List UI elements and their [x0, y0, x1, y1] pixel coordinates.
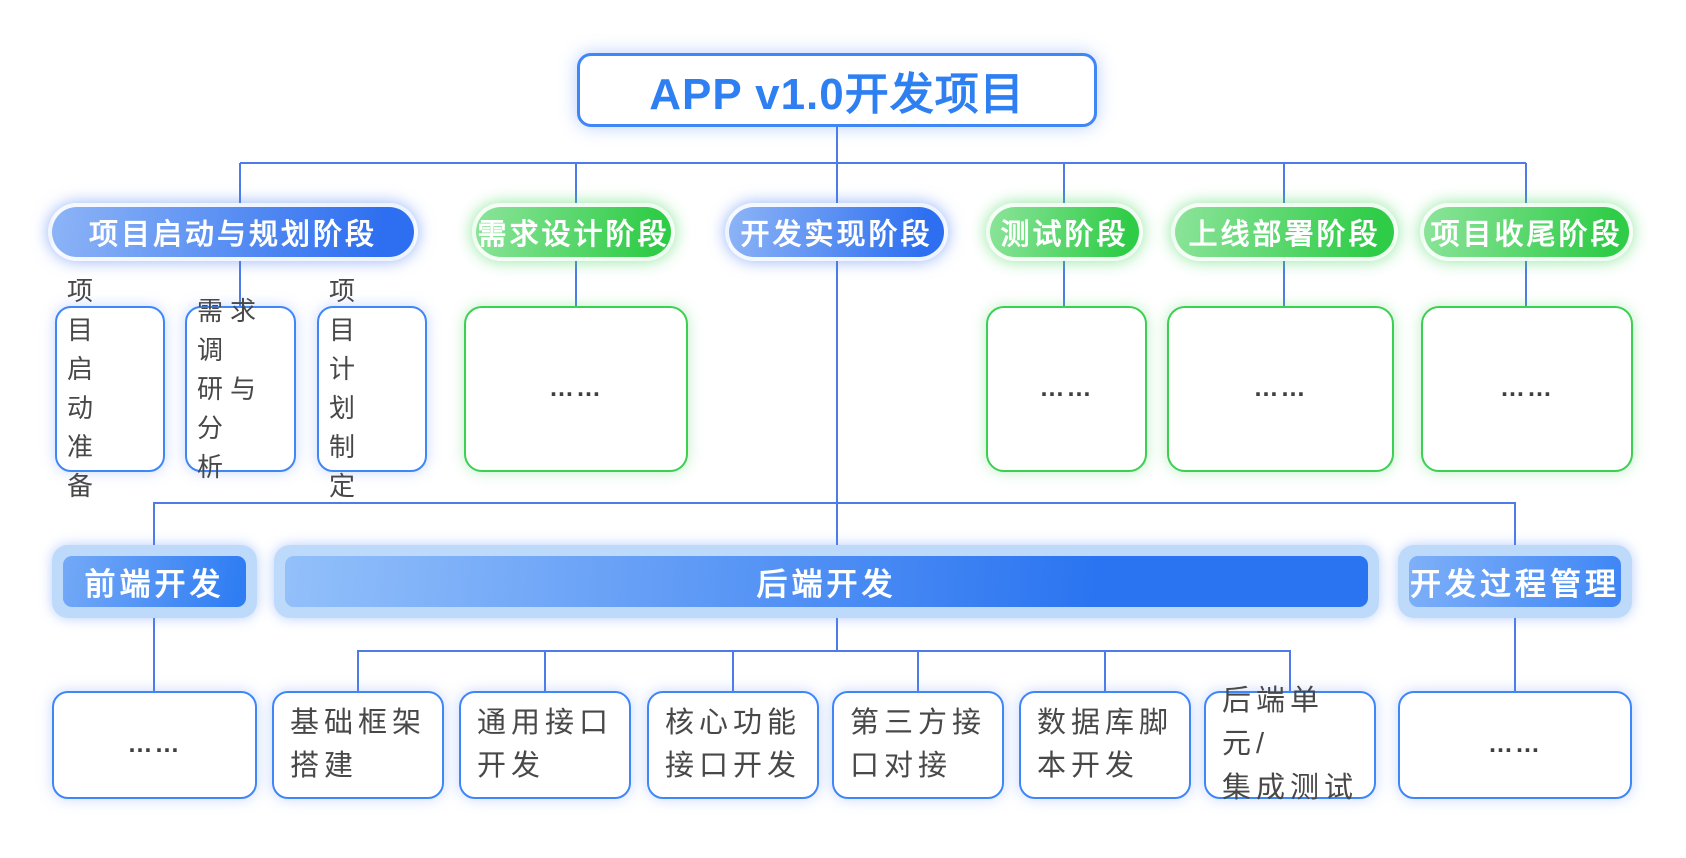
card-project-kickoff-prep: 项目 启动 准备 — [55, 276, 165, 501]
card-common-api: 通用接口 开发 — [459, 691, 631, 799]
phase-pill-requirements-design-label: 需求设计阶段 — [477, 219, 670, 251]
bar-frontend-label: 前端开发 — [84, 567, 225, 602]
card-closing-ellipsis-label: …… — [1500, 374, 1554, 403]
card-deployment-ellipsis: …… — [1167, 306, 1394, 472]
card-framework-setup-label: 基础框架 搭建 — [290, 706, 427, 783]
bar-backend: 后端开发 — [274, 545, 1379, 618]
phase-pill-development: 开发实现阶段 — [725, 203, 948, 261]
phase-pill-closing: 项目收尾阶段 — [1420, 203, 1633, 261]
card-project-plan-label: 项目 计划 制定 — [329, 276, 380, 501]
card-framework-setup: 基础框架 搭建 — [272, 691, 444, 799]
card-deployment-ellipsis-label: …… — [1253, 374, 1308, 403]
project-title: APP v1.0开发项目 — [577, 53, 1097, 127]
card-project-plan: 项目 计划 制定 — [317, 276, 427, 501]
card-db-script-label: 数据库脚 本开发 — [1037, 706, 1174, 783]
card-management-ellipsis-label: …… — [1488, 730, 1542, 759]
card-project-kickoff-prep-label: 项目 启动 准备 — [67, 276, 118, 501]
bar-process-management-label: 开发过程管理 — [1410, 567, 1620, 602]
phase-pill-requirements-design: 需求设计阶段 — [472, 203, 675, 261]
card-closing-ellipsis: …… — [1421, 306, 1633, 472]
phase-pill-deployment-label: 上线部署阶段 — [1188, 219, 1381, 251]
bar-process-management: 开发过程管理 — [1398, 545, 1632, 618]
card-requirement-research-label: 需求调 研与分 析 — [197, 295, 264, 482]
card-thirdparty-api-label: 第三方接 口对接 — [850, 706, 987, 783]
card-design-ellipsis: …… — [464, 306, 688, 472]
card-core-api-label: 核心功能 接口开发 — [665, 706, 802, 783]
bar-frontend: 前端开发 — [52, 545, 257, 618]
phase-pill-planning-label: 项目启动与规划阶段 — [88, 219, 377, 251]
card-thirdparty-api: 第三方接 口对接 — [832, 691, 1004, 799]
card-core-api: 核心功能 接口开发 — [647, 691, 819, 799]
bar-backend-fill: 后端开发 — [285, 556, 1368, 607]
card-frontend-ellipsis-label: …… — [127, 730, 182, 759]
card-design-ellipsis-label: …… — [549, 374, 603, 403]
card-requirement-research: 需求调 研与分 析 — [185, 296, 296, 482]
project-title-label: APP v1.0开发项目 — [649, 70, 1025, 119]
phase-pill-testing-label: 测试阶段 — [1000, 219, 1129, 251]
bar-process-management-fill: 开发过程管理 — [1409, 556, 1621, 607]
phase-pill-testing: 测试阶段 — [986, 203, 1143, 261]
phase-pill-planning: 项目启动与规划阶段 — [48, 203, 418, 261]
card-common-api-label: 通用接口 开发 — [477, 706, 614, 783]
card-db-script: 数据库脚 本开发 — [1019, 691, 1191, 799]
card-backend-testing-label: 后端单元/ 集成测试 — [1222, 684, 1359, 804]
bar-frontend-fill: 前端开发 — [63, 556, 246, 607]
phase-pill-deployment: 上线部署阶段 — [1171, 203, 1398, 261]
phase-pill-development-label: 开发实现阶段 — [740, 219, 933, 251]
card-testing-ellipsis-label: …… — [1039, 374, 1094, 403]
card-backend-testing: 后端单元/ 集成测试 — [1204, 685, 1376, 804]
bar-backend-label: 后端开发 — [756, 567, 897, 602]
card-management-ellipsis: …… — [1398, 691, 1632, 799]
card-testing-ellipsis: …… — [986, 306, 1147, 472]
card-frontend-ellipsis: …… — [52, 691, 257, 799]
phase-pill-closing-label: 项目收尾阶段 — [1430, 219, 1623, 251]
